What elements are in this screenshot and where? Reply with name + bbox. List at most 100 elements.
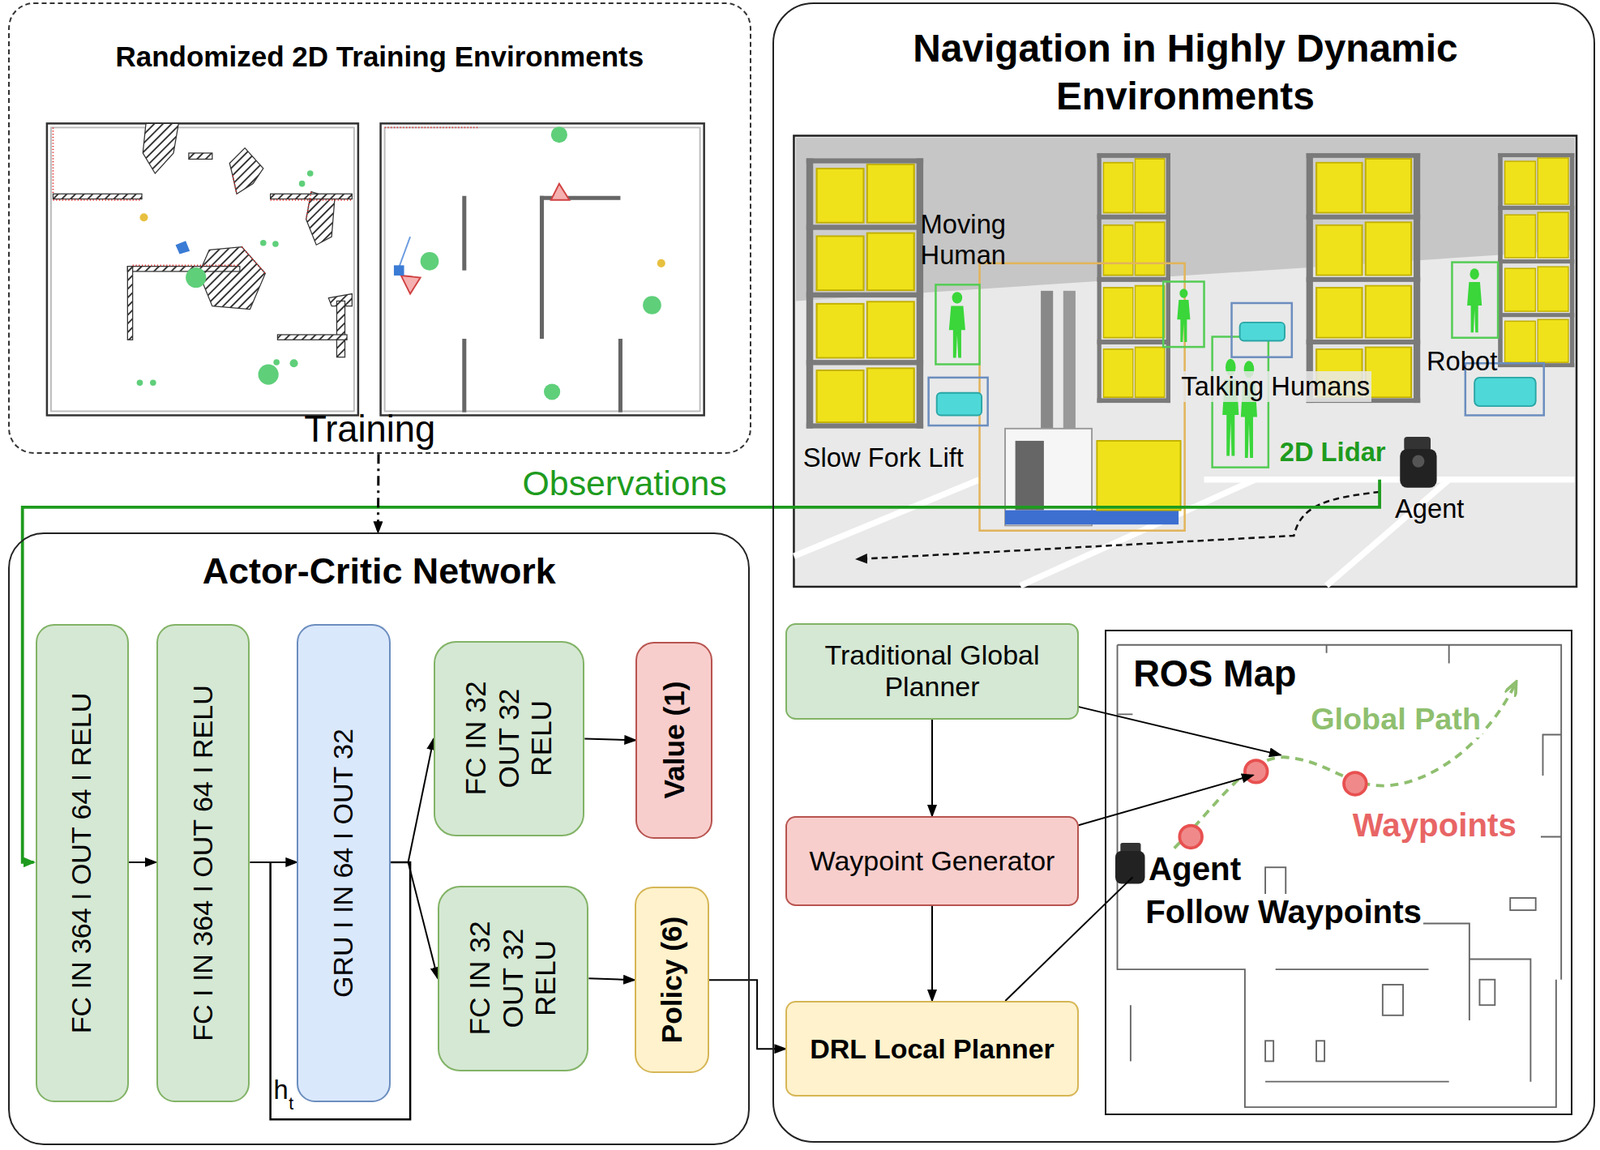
training-environment-part-part: [642, 295, 662, 315]
layer-box: FC I IN 364 I OUT 64 I RELU: [156, 624, 251, 1102]
training-environment-part-part: [462, 196, 467, 271]
training-environment-part-part: [188, 153, 213, 160]
warehouse-scene-part: [936, 322, 1536, 416]
map-label: Waypoints: [1351, 807, 1519, 845]
agent-icon: [1115, 842, 1146, 884]
waypoint-marker-part: [1244, 760, 1268, 783]
process-box: DRL Local Planner: [785, 1001, 1079, 1097]
warehouse-scene-part: [1015, 440, 1044, 511]
box-label: Traditional Global Planner: [793, 639, 1071, 703]
region-panel: Actor-Critic NetworkFC IN 364 I OUT 64 I…: [8, 532, 750, 1145]
warehouse-scene-part: [806, 158, 925, 429]
training-environment-part-part: [277, 334, 347, 340]
output-box: Policy (6): [634, 886, 710, 1074]
warehouse-scene-part: [935, 262, 1498, 468]
warehouse-scene-part: [1399, 449, 1437, 488]
training-environment-part-part: [127, 266, 240, 272]
region-panel: Navigation in Highly Dynamic Environment…: [772, 2, 1596, 1143]
warehouse-scene-part-part: [928, 377, 989, 426]
training-environment-part: [136, 170, 314, 386]
box-label: DRL Local Planner: [793, 1033, 1071, 1066]
ros-map-drawing: [1117, 645, 1562, 1108]
scene-label: Talking Humans: [1179, 371, 1372, 403]
training-environment-part-part: [299, 180, 306, 188]
caption-label: Training: [303, 408, 436, 451]
region-panel: Randomized 2D Training Environments: [8, 2, 752, 455]
box-label: FC IN 32 OUT 32 RELU: [459, 662, 559, 816]
connector-arrow: [584, 738, 636, 741]
warehouse-scene-part: [1176, 288, 1190, 343]
connector-arrow: [931, 719, 933, 818]
training-environment: [47, 123, 359, 415]
training-environment-part: [51, 127, 355, 411]
training-environment-part-part: [273, 359, 280, 366]
panel-heading: Navigation in Highly Dynamic Environment…: [848, 24, 1523, 122]
signal-label: h: [273, 1074, 288, 1106]
scene-label: Agent: [1394, 493, 1465, 525]
training-environment-part-part: [307, 170, 314, 177]
panel-heading: ROS Map: [1129, 653, 1301, 696]
connector-arrow: [390, 862, 438, 979]
training-environment-part-part: [420, 252, 440, 271]
training-environment-part-part: [229, 148, 264, 195]
layer-box: FC IN 32 OUT 32 RELU: [437, 885, 589, 1072]
panel-heading: Randomized 2D Training Environments: [9, 40, 750, 73]
training-environment-part: [551, 183, 570, 201]
training-environment-part-part: [260, 239, 267, 247]
warehouse-scene-part: [1497, 153, 1575, 368]
training-environment-part: [398, 236, 411, 268]
training-environment-part-part: [290, 359, 299, 368]
warehouse-scene: [793, 135, 1577, 587]
warehouse-scene-part: [928, 303, 1545, 426]
connector-arrow: [390, 738, 434, 863]
training-environment-part: [385, 126, 480, 129]
box-label: Waypoint Generator: [793, 845, 1071, 878]
training-environment-part-part: [258, 363, 279, 385]
training-environment-part: [657, 259, 666, 268]
layer-box: FC IN 364 I OUT 64 I RELU: [35, 624, 129, 1102]
training-environment-part-part: [462, 338, 467, 413]
connector-arrow: [931, 906, 933, 1002]
training-environment-part-part: [198, 247, 266, 310]
warehouse-scene-part-part: [1474, 377, 1536, 407]
box-label: FC IN 364 I OUT 64 I RELU: [66, 638, 99, 1088]
warehouse-scene-part: [1403, 436, 1431, 452]
training-environment-part-part: [149, 379, 157, 386]
training-environment-part-part: [270, 193, 353, 199]
warehouse-scene-part: [857, 491, 1381, 560]
training-environment-part-part: [539, 196, 544, 339]
warehouse-scene-part-part: [1240, 322, 1285, 342]
ros-map-drawing-part: [1265, 1040, 1274, 1061]
ros-map-drawing-part: [1316, 1040, 1325, 1061]
warehouse-scene-part: [793, 135, 1577, 587]
warehouse-scene-part: [1467, 268, 1482, 333]
signal-label: Observations: [522, 463, 728, 504]
waypoint-marker-part: [1343, 772, 1367, 796]
warehouse-scene-part: [949, 291, 966, 358]
training-environment-part-part: [543, 383, 561, 400]
training-environment-part: [47, 123, 359, 415]
training-environment-part: [52, 123, 352, 357]
training-environment-part-part: [272, 240, 279, 248]
training-environment-part-part: [551, 126, 568, 143]
box-label: FC I IN 364 I OUT 64 I RELU: [187, 638, 219, 1088]
process-box: Traditional Global Planner: [785, 623, 1079, 719]
warehouse-scene-part: [1096, 440, 1181, 511]
box-label: Policy (6): [655, 893, 689, 1067]
connector-arrow: [709, 979, 787, 1049]
warehouse-scene-part: [1411, 455, 1425, 468]
training-environment: [380, 123, 705, 415]
training-environment-part-part: [142, 123, 179, 174]
training-environment-part-part: [52, 127, 352, 274]
training-environment-part: [462, 196, 623, 413]
warehouse-scene-part-part: [935, 284, 980, 364]
training-environment-part-part: [336, 300, 345, 357]
subscript-label: t: [288, 1094, 294, 1115]
scene-label: Moving Human: [920, 209, 1036, 270]
warehouse-scene-part-part: [1232, 303, 1292, 358]
training-environment-part: [393, 265, 405, 276]
map-label: Follow Waypoints: [1143, 894, 1424, 932]
box-label: Value (1): [657, 648, 691, 833]
scene-label: Robot: [1426, 346, 1498, 377]
